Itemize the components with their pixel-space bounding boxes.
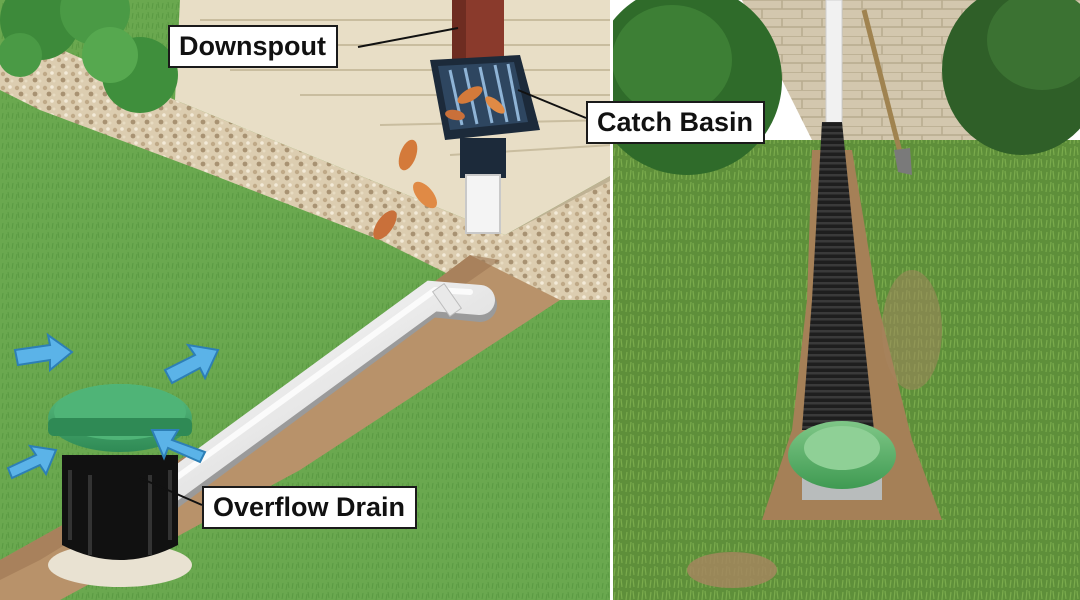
falling-leaves (373, 139, 437, 240)
shovel (861, 9, 905, 161)
leader-lines (139, 27, 587, 506)
panel-divider (610, 0, 613, 600)
drainage-illustration (0, 0, 612, 600)
overflow-drain (48, 384, 192, 587)
label-downspout: Downspout (168, 25, 338, 68)
drain-pipe (145, 280, 495, 510)
installation-photo (612, 0, 1080, 600)
basin-outlet-pipe (465, 174, 501, 234)
corrugated-pipe (802, 122, 874, 430)
overflow-arrows (6, 332, 220, 480)
photo-panel (612, 0, 1080, 600)
photo-downspout (825, 0, 843, 126)
label-catch-basin: Catch Basin (586, 101, 766, 144)
shrub (0, 0, 178, 113)
label-overflow-drain: Overflow Drain (202, 486, 418, 529)
illustration-panel (0, 0, 612, 600)
